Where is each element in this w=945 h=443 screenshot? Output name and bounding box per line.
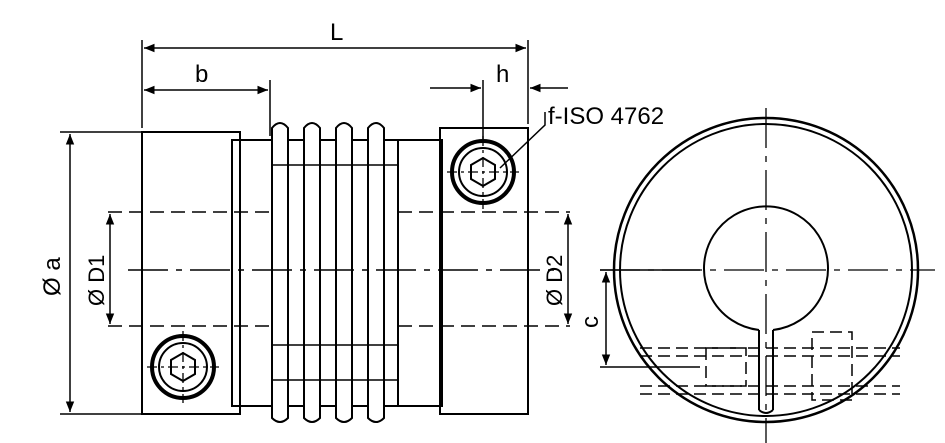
end-view: [600, 108, 935, 443]
label-L: L: [330, 19, 343, 46]
right-hub: [439, 127, 529, 415]
hex-socket-screw-icon: [447, 136, 519, 210]
bore-hidden-lines: [108, 211, 570, 327]
label-dia-d1: Ø D1: [84, 255, 109, 306]
right-hub-collar: [397, 139, 443, 407]
label-h: h: [496, 61, 509, 88]
hidden-screw-bore: [640, 331, 900, 401]
dimensions: [60, 40, 573, 415]
side-view: [108, 122, 570, 423]
label-dia-a: Ø a: [39, 257, 66, 296]
hex-socket-screw-icon: [147, 331, 219, 403]
label-screw-spec: f-ISO 4762: [548, 103, 664, 130]
left-hub-collar: [231, 139, 273, 407]
bellows: [271, 122, 398, 423]
label-c: c: [577, 316, 604, 328]
left-hub: [141, 131, 241, 415]
label-dia-d2: Ø D2: [542, 255, 567, 306]
label-b: b: [195, 61, 208, 88]
